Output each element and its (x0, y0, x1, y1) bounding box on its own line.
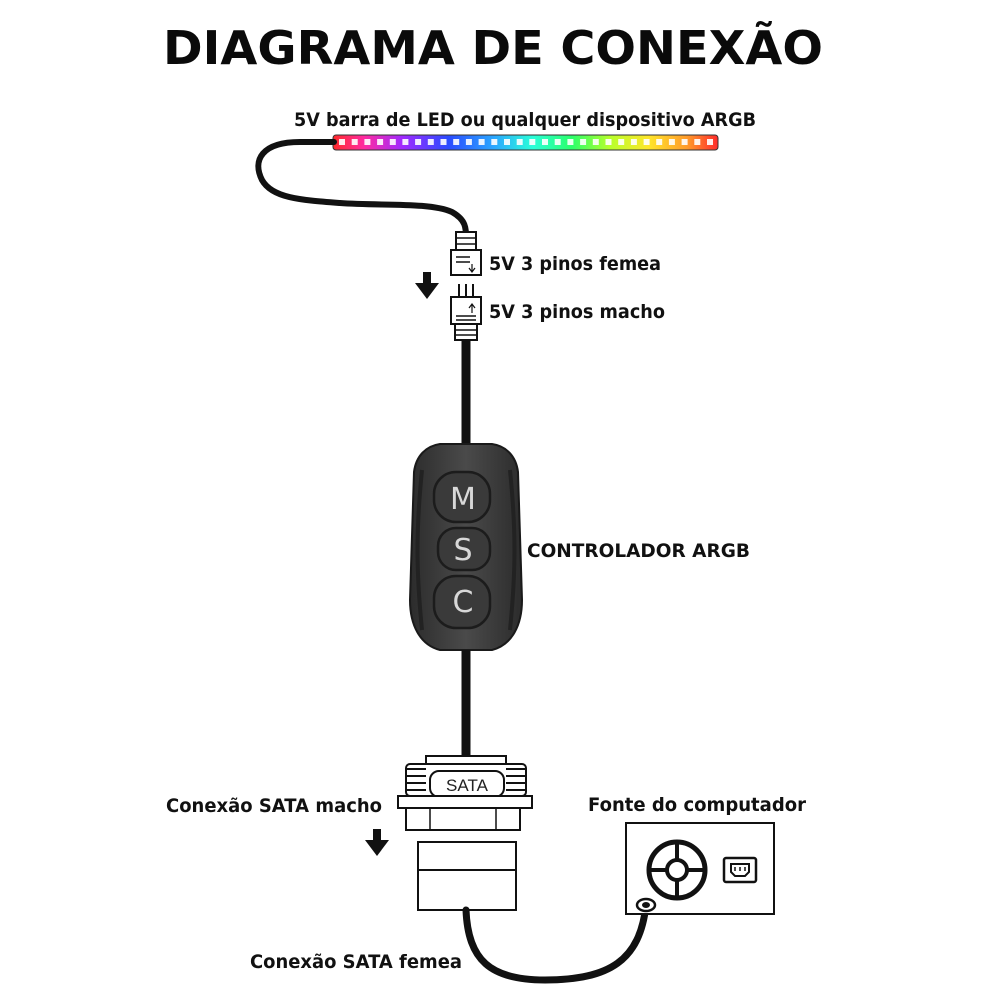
led-dot (465, 139, 472, 145)
led-dot (707, 139, 713, 145)
fan-icon (646, 839, 708, 901)
male-3pin-connector (450, 284, 482, 341)
led-dot (554, 139, 561, 145)
led-dots (339, 139, 713, 145)
controller-button-s[interactable]: S (436, 526, 492, 572)
led-dot (580, 139, 587, 145)
led-dot (377, 139, 384, 145)
led-dot (339, 139, 345, 145)
female-3pin-label: 5V 3 pinos femea (489, 253, 661, 275)
arrow-down-icon (365, 829, 389, 856)
sata-ribs (406, 768, 526, 791)
led-dot (453, 139, 460, 145)
led-dot (694, 139, 701, 145)
led-dot (643, 139, 650, 145)
led-dot (351, 139, 358, 145)
led-strip (332, 134, 719, 151)
led-dot (478, 139, 485, 145)
led-dot (389, 139, 396, 145)
male-3pin-label: 5V 3 pinos macho (489, 301, 665, 323)
button-m-letter: M (450, 482, 476, 517)
sata-female-label: Conexão SATA femea (250, 951, 462, 973)
led-dot (668, 139, 675, 145)
led-dot (567, 139, 574, 145)
page-title: DIAGRAMA DE CONEXÃO (163, 20, 823, 75)
power-socket-icon (722, 856, 758, 884)
led-dot (440, 139, 447, 145)
led-dot (656, 139, 663, 145)
led-dot (415, 139, 422, 145)
controller-button-m[interactable]: M (432, 470, 492, 524)
led-dot (364, 139, 371, 145)
led-strip-label: 5V barra de LED ou qualquer dispositivo … (294, 109, 756, 131)
sata-plate-text: SATA (446, 776, 489, 795)
led-dot (402, 139, 409, 145)
controller-label: CONTROLADOR ARGB (527, 540, 750, 562)
sata-male-connector: SATA (397, 755, 533, 831)
power-supply (625, 822, 775, 915)
led-dot (605, 139, 612, 145)
argb-controller: M S C (408, 443, 524, 651)
led-dot (542, 139, 548, 145)
sata-male-label: Conexão SATA macho (166, 795, 382, 817)
sata-female-connector (417, 841, 517, 911)
controller-button-c[interactable]: C (432, 574, 492, 630)
led-dot (427, 139, 434, 145)
led-dot (529, 139, 536, 145)
arrow-down-icon (415, 272, 439, 299)
led-dot (504, 139, 510, 145)
led-dot (516, 139, 523, 145)
led-dot (681, 139, 688, 145)
psu-cable (462, 901, 650, 984)
led-dot (491, 139, 498, 145)
psu-label: Fonte do computador (588, 794, 807, 816)
button-c-letter: C (453, 585, 474, 620)
led-dot (618, 139, 625, 145)
psu-cable-grommet (635, 897, 657, 913)
female-3pin-connector (450, 231, 482, 276)
led-cable (255, 139, 469, 241)
led-dot (592, 139, 599, 145)
led-dot (630, 139, 637, 145)
button-s-letter: S (453, 533, 472, 568)
